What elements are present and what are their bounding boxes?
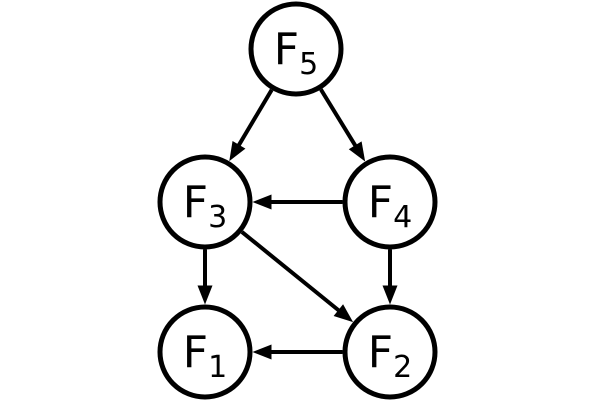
node-label-F1: F1 (183, 327, 227, 385)
edge-F5-to-F4 (319, 88, 359, 149)
node-circle-F1 (157, 304, 253, 400)
arrowhead-F3-to-F2 (333, 304, 354, 323)
edge-F5-to-F3 (235, 88, 274, 149)
arrowhead-F2-to-F1 (252, 344, 272, 360)
node-label-F3: F3 (183, 177, 227, 235)
arrowhead-F4-to-F3 (252, 194, 272, 210)
node-F2: F2 (342, 304, 438, 400)
edge-F3-to-F2 (240, 230, 342, 314)
node-circle-F4 (342, 154, 438, 250)
node-F5: F5 (248, 1, 344, 97)
node-F3: F3 (157, 154, 253, 250)
node-circle-F5 (248, 1, 344, 97)
arrowhead-F5-to-F4 (348, 141, 366, 162)
arrowhead-F3-to-F1 (197, 285, 213, 305)
node-F1: F1 (157, 304, 253, 400)
node-label-F5: F5 (274, 24, 318, 82)
node-F4: F4 (342, 154, 438, 250)
node-label-F2: F2 (368, 327, 412, 385)
node-circle-F3 (157, 154, 253, 250)
arrowhead-F5-to-F3 (229, 141, 246, 162)
node-circle-F2 (342, 304, 438, 400)
node-label-F4: F4 (368, 177, 412, 235)
arrowhead-F4-to-F2 (382, 285, 398, 305)
